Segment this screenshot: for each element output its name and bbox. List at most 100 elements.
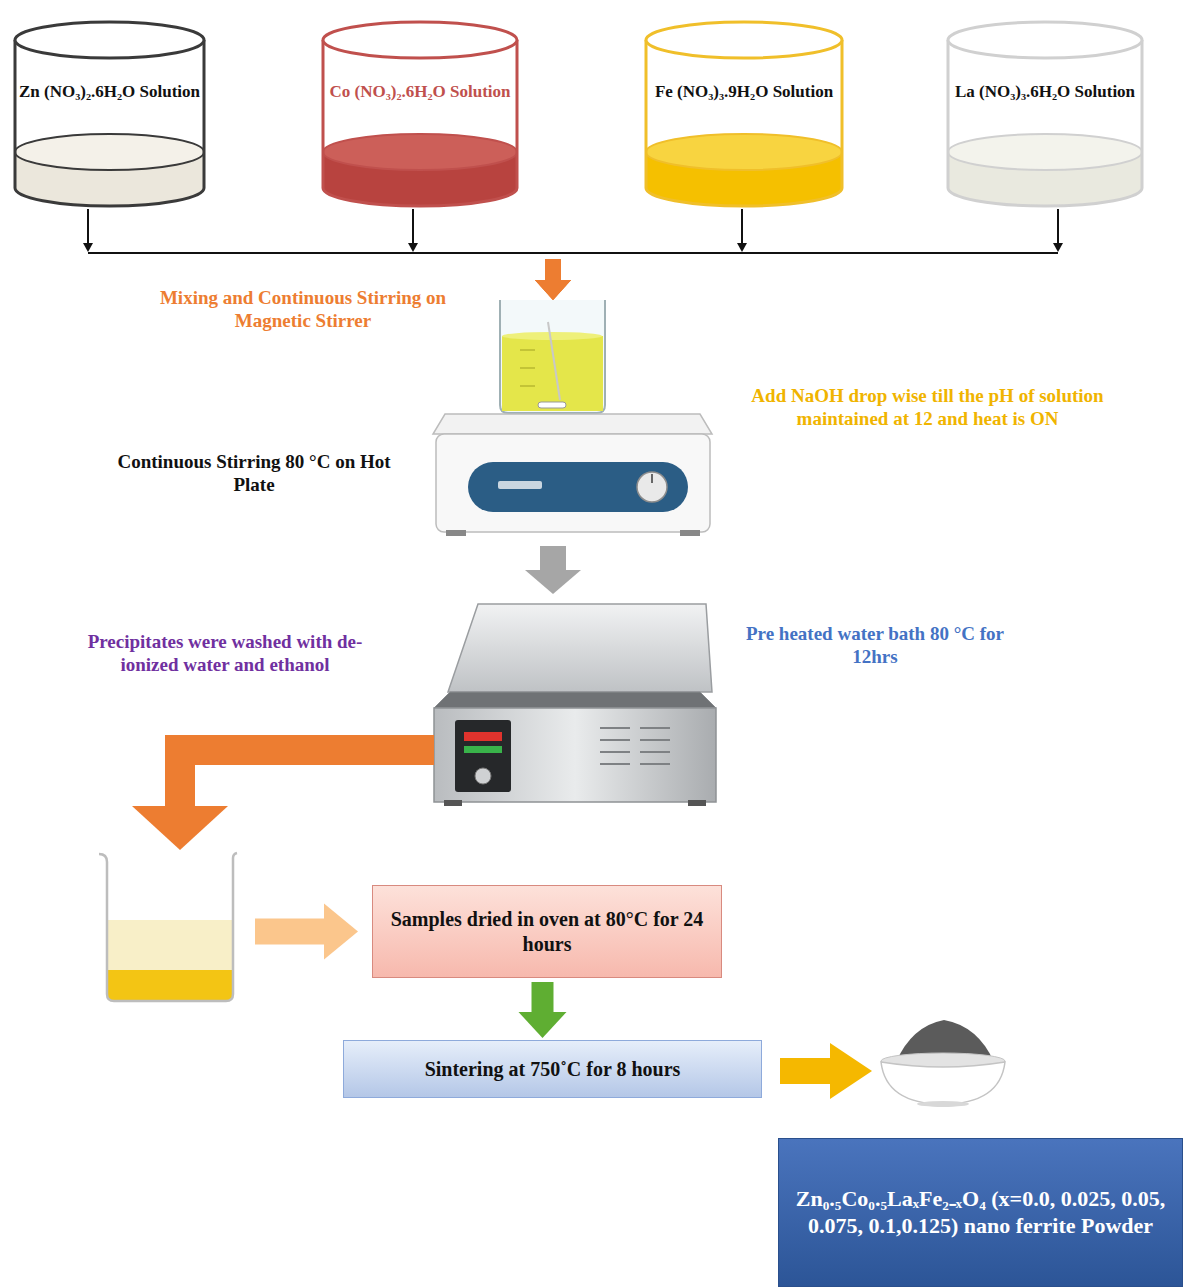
arrow-shaft xyxy=(180,750,434,807)
solution-surface xyxy=(15,134,204,170)
step-label: La (NO₃)₃.6H₂O Solution xyxy=(951,82,1139,103)
process-box: Zn₀.₅Co₀.₅LaₓFe₂₋ₓO₄ (x=0.0, 0.025, 0.05… xyxy=(778,1138,1183,1287)
control-panel xyxy=(468,462,688,512)
step-label: Add NaOH drop wise till the pH of soluti… xyxy=(735,384,1120,430)
step-label: Mixing and Continuous Stirring on Magnet… xyxy=(133,286,473,332)
step-label: Precipitates were washed with de-ionized… xyxy=(60,630,390,676)
stir-bar xyxy=(538,402,566,408)
step-label: Continuous Stirring 80 °C on Hot Plate xyxy=(95,450,413,496)
glass-beaker xyxy=(500,300,605,413)
arrow-shaft xyxy=(545,259,561,281)
flow-arrow xyxy=(525,546,581,594)
beaker-rim xyxy=(948,22,1142,58)
graduation xyxy=(520,367,535,369)
knob-mark xyxy=(651,474,653,483)
process-step: Pre heated water bath 80 °C for 12hrs xyxy=(430,592,1020,806)
beaker-wall xyxy=(948,40,1142,206)
arrow-shaft xyxy=(255,919,325,945)
stirring-rod xyxy=(548,322,560,400)
foot xyxy=(688,800,706,806)
water-bath xyxy=(434,604,716,806)
beaker-outline xyxy=(643,20,845,208)
washing-beaker: Precipitates were washed with de-ionized… xyxy=(95,850,245,1005)
bath-body xyxy=(434,708,716,802)
beaker-rim xyxy=(15,22,204,58)
process-box: Samples dried in oven at 80°C for 24 hou… xyxy=(372,885,722,978)
merge-line xyxy=(88,252,553,254)
open-lid xyxy=(448,604,712,692)
solution-surface xyxy=(646,134,842,170)
merge-line xyxy=(413,252,553,254)
arrow-shaft xyxy=(1057,209,1059,244)
foot xyxy=(680,530,700,536)
beaker-glass xyxy=(948,40,1142,206)
arrow-head xyxy=(535,280,571,300)
solution-beaker: Co (NO₃)₂.6H₂O Solution xyxy=(320,20,520,208)
beaker-outline xyxy=(12,20,207,208)
beaker-glass xyxy=(15,40,204,206)
yellow-arrow xyxy=(780,1043,872,1099)
vent-slots xyxy=(600,728,670,764)
arrow-shaft xyxy=(780,1058,832,1084)
beaker-outline xyxy=(95,850,245,1005)
beaker-wall xyxy=(646,40,842,206)
beaker-outline xyxy=(320,20,520,208)
arrow-shaft xyxy=(87,209,89,244)
process-box: Sintering at 750˚C for 8 hours xyxy=(343,1040,762,1098)
bath-knob xyxy=(475,768,491,784)
graduation xyxy=(520,385,535,387)
foot xyxy=(446,530,466,536)
bowl xyxy=(881,1062,1005,1104)
hot-plate-stirrer xyxy=(433,300,712,536)
display-digits xyxy=(464,746,502,753)
arrow-head xyxy=(525,570,581,594)
arrow-head xyxy=(535,280,571,300)
box-label: Sintering at 750˚C for 8 hours xyxy=(425,1057,681,1081)
arrow-shaft xyxy=(545,259,561,281)
display-digits xyxy=(464,732,502,741)
arrow-head xyxy=(830,1043,872,1099)
arrow-shaft xyxy=(545,259,561,281)
solution-surface xyxy=(323,134,517,170)
graduation xyxy=(520,349,535,351)
process-step: Mixing and Continuous Stirring on Magnet… xyxy=(95,300,1125,540)
arrow-shaft xyxy=(545,259,561,281)
arrow-head xyxy=(83,243,93,252)
arrow-head xyxy=(519,1012,567,1038)
beaker-wall xyxy=(99,853,237,1001)
flow-arrow xyxy=(535,209,1063,300)
box-label: Samples dried in oven at 80°C for 24 hou… xyxy=(387,907,707,956)
merge-line xyxy=(553,252,1058,254)
flow-arrow xyxy=(535,209,747,300)
beaker-wall xyxy=(323,40,517,206)
beaker-glass xyxy=(323,40,517,206)
flow-arrow xyxy=(408,209,571,300)
flow-arrow xyxy=(132,750,434,850)
arrow-head xyxy=(535,280,571,300)
ferrite-precipitate xyxy=(107,970,233,1001)
arrow-shaft xyxy=(741,209,743,244)
step-label: Zn (NO₃)₂.6H₂O Solution xyxy=(18,82,201,103)
stirrer-body xyxy=(436,434,710,532)
wash-liquid xyxy=(107,920,233,970)
control-knob xyxy=(637,472,667,502)
step-label: Co (NO₃)₂.6H₂O Solution xyxy=(326,82,514,103)
solution-beaker: La (NO₃)₃.6H₂O Solution xyxy=(945,20,1145,208)
solution-beaker: Fe (NO₃)₃.9H₂O Solution xyxy=(643,20,845,208)
beaker-rim xyxy=(323,22,517,58)
arrow-head xyxy=(535,280,571,300)
arrow-head xyxy=(324,904,358,960)
plate-top xyxy=(433,414,712,434)
box-label: Zn₀.₅Co₀.₅LaₓFe₂₋ₓO₄ (x=0.0, 0.025, 0.05… xyxy=(793,1186,1168,1240)
brand-plate xyxy=(498,481,542,489)
bath-opening xyxy=(434,692,716,708)
display-panel xyxy=(455,720,511,792)
solution-beaker: Zn (NO₃)₂.6H₂O Solution xyxy=(12,20,207,208)
bowl-foot xyxy=(917,1101,969,1107)
solution-surface xyxy=(948,134,1142,170)
arrow-head xyxy=(132,806,228,850)
flow-arrow xyxy=(83,209,571,300)
arrow-shaft xyxy=(412,209,414,244)
foot xyxy=(444,800,462,806)
